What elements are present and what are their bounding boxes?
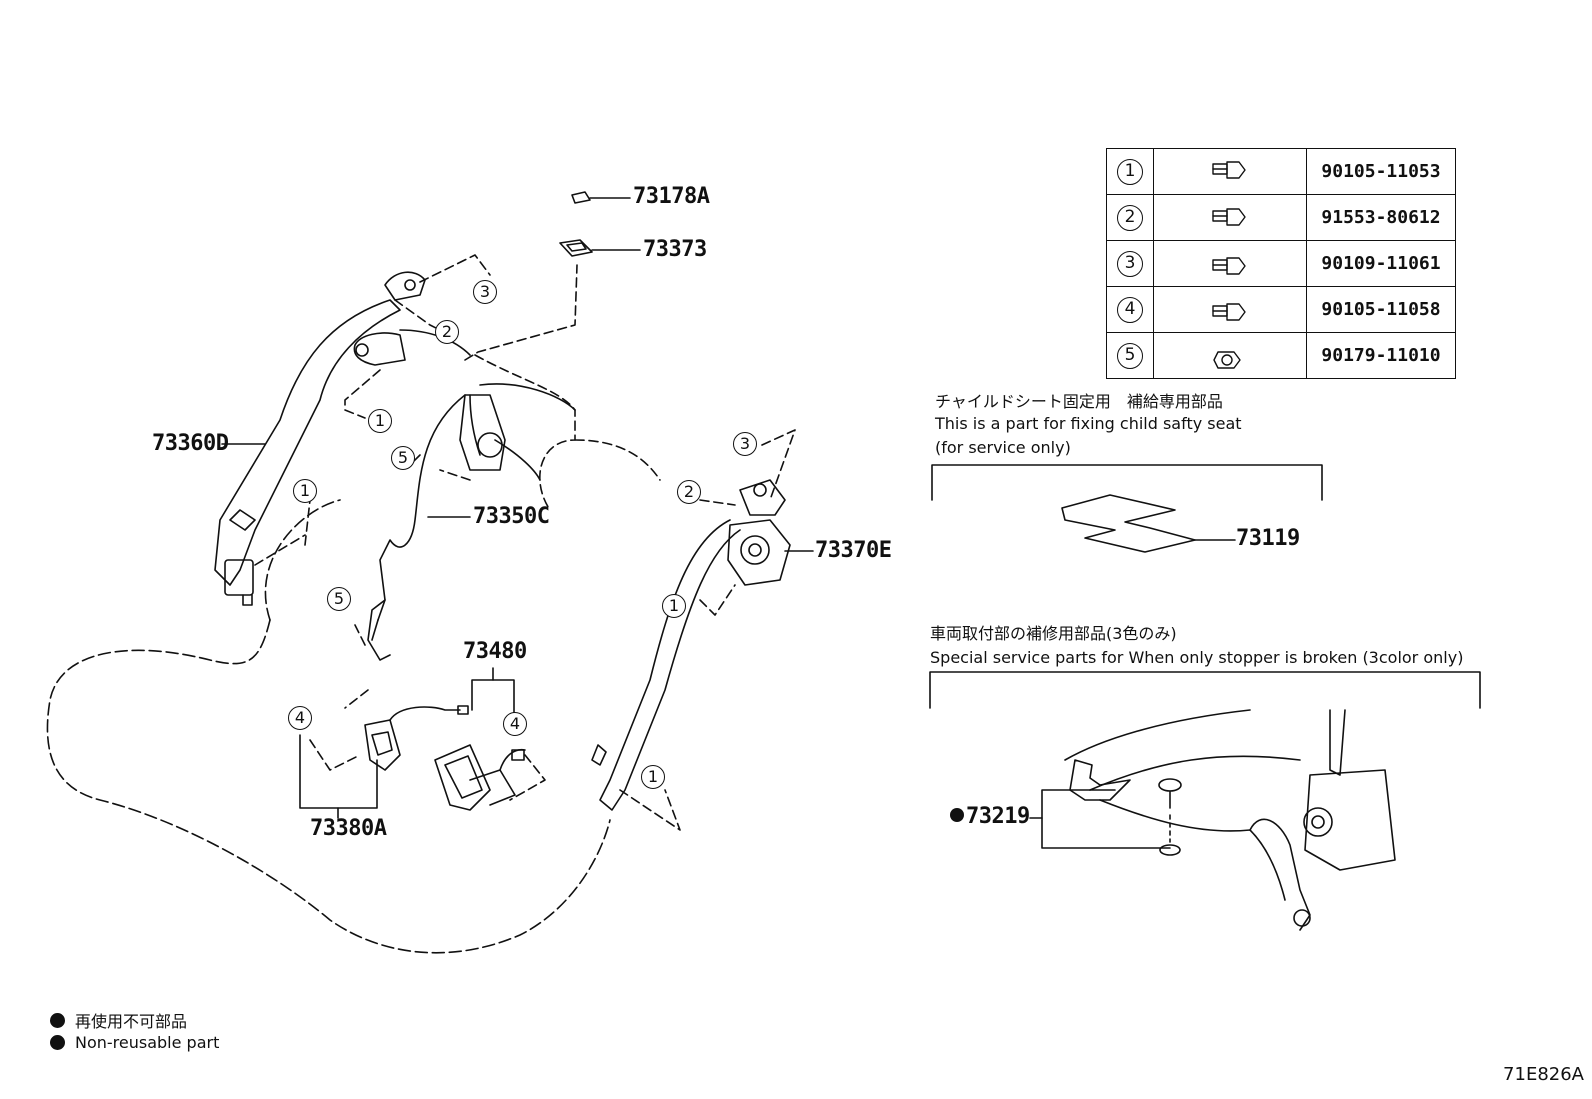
leader-dashes xyxy=(254,254,796,831)
callout-1: 1 xyxy=(662,594,686,618)
nut-icon xyxy=(1153,332,1307,379)
belt-73360d xyxy=(214,299,401,606)
bolt-icon xyxy=(1153,286,1307,333)
label-73370e: 73370E xyxy=(815,538,892,563)
table-part-no: 90105-11053 xyxy=(1306,148,1456,195)
bolt-icon xyxy=(1153,194,1307,241)
table-ref: 3 xyxy=(1117,250,1143,277)
table-ref: 1 xyxy=(1117,158,1143,185)
table-row: 2 91553-80612 xyxy=(1106,194,1456,241)
anchor-left-top xyxy=(353,271,471,366)
table-row: 1 90105-11053 xyxy=(1106,148,1456,195)
callout-3: 3 xyxy=(733,432,757,456)
table-part-no: 90179-11010 xyxy=(1306,332,1456,379)
buckle-73480 xyxy=(434,744,526,811)
part-73373-shape xyxy=(559,239,593,257)
non-reusable-dot-icon xyxy=(50,1012,65,1028)
callout-3: 3 xyxy=(473,280,497,304)
child-seat-note-en1: This is a part for fixing child safty se… xyxy=(935,414,1242,433)
table-part-no: 90109-11061 xyxy=(1306,240,1456,287)
legend-en-text: Non-reusable part xyxy=(75,1033,220,1052)
stopper-note-en: Special service parts for When only stop… xyxy=(930,648,1464,667)
callout-4: 4 xyxy=(288,706,312,730)
table-row: 4 90105-11058 xyxy=(1106,286,1456,333)
table-ref: 2 xyxy=(1117,204,1143,231)
fastener-table: 1 90105-11053 2 91553-80612 3 90109-1106… xyxy=(1106,148,1456,379)
label-73178a: 73178A xyxy=(633,184,710,209)
table-ref: 5 xyxy=(1117,342,1143,369)
stopper-inset xyxy=(929,671,1481,931)
table-ref: 4 xyxy=(1117,296,1143,323)
legend-jp-text: 再使用不可部品 xyxy=(75,1012,188,1031)
child-seat-note-jp: チャイルドシート固定用 補給専用部品 xyxy=(935,392,1223,411)
seat-top-curve xyxy=(479,383,576,411)
figure-code: 71E826A xyxy=(1503,1064,1584,1085)
label-73380a: 73380A xyxy=(310,816,387,841)
retractor-73350c xyxy=(367,394,541,661)
label-73373: 73373 xyxy=(643,237,707,262)
callout-5: 5 xyxy=(327,587,351,611)
table-row: 5 90179-11010 xyxy=(1106,332,1456,379)
label-73119: 73119 xyxy=(1236,526,1300,551)
table-row: 3 90109-11061 xyxy=(1106,240,1456,287)
seat-back-outline xyxy=(264,499,341,621)
seat-right-outline xyxy=(574,439,661,481)
part-73119-shape xyxy=(931,464,1323,553)
non-reusable-dot-icon xyxy=(50,1035,65,1050)
stopper-note-jp: 車両取付部の補修用部品(3色のみ) xyxy=(930,624,1177,643)
seat-outline xyxy=(46,619,611,954)
table-part-no: 91553-80612 xyxy=(1306,194,1456,241)
callout-1: 1 xyxy=(641,765,665,789)
buckle-73380a xyxy=(364,705,469,771)
label-73480: 73480 xyxy=(463,639,527,664)
callout-1: 1 xyxy=(368,409,392,433)
callout-5: 5 xyxy=(391,446,415,470)
retractor-73370e xyxy=(591,479,791,811)
callout-4: 4 xyxy=(503,712,527,736)
part-73178a-shape xyxy=(571,191,591,204)
label-73360d: 73360D xyxy=(152,431,229,456)
table-part-no: 90105-11058 xyxy=(1306,286,1456,333)
callout-2: 2 xyxy=(435,320,459,344)
label-73219-text: 73219 xyxy=(966,804,1030,829)
label-73219: 73219 xyxy=(950,806,1030,828)
non-reusable-marker xyxy=(950,808,964,822)
legend-jp: 再使用不可部品 xyxy=(50,1008,187,1032)
legend-en: Non-reusable part xyxy=(50,1033,219,1052)
callout-1: 1 xyxy=(293,479,317,503)
label-73350c: 73350C xyxy=(473,504,550,529)
callout-2: 2 xyxy=(677,480,701,504)
child-seat-note-en2: (for service only) xyxy=(935,438,1071,457)
bolt-icon xyxy=(1153,240,1307,287)
bolt-icon xyxy=(1153,148,1307,195)
leader-lines xyxy=(221,197,1236,849)
